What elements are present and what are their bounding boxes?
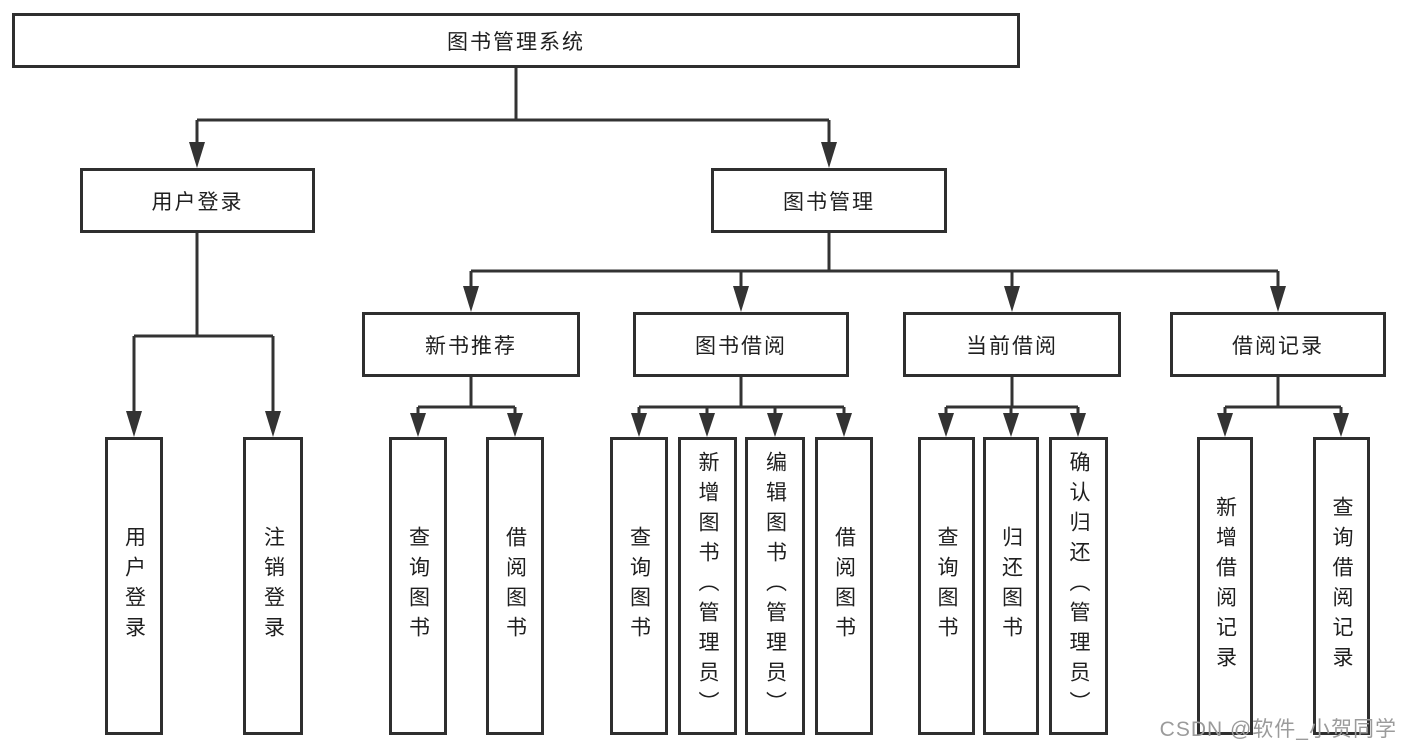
leaf-logout: 注销登录 bbox=[243, 437, 303, 735]
connector-book-borrow-children bbox=[631, 377, 852, 437]
leaf-cb-return-books: 归还图书 bbox=[983, 437, 1039, 735]
node-new-book-rec: 新书推荐 bbox=[362, 312, 580, 377]
leaf-bb-add-books-admin: 新增图书（管理员） bbox=[678, 437, 737, 735]
leaf-cb-confirm-return-admin: 确认归还（管理员） bbox=[1049, 437, 1108, 735]
connector-current-borrow-children bbox=[938, 377, 1086, 437]
connector-book-mgmt-children bbox=[463, 233, 1286, 312]
connector-user-login-children bbox=[126, 233, 281, 437]
leaf-user-login: 用户登录 bbox=[105, 437, 163, 735]
leaf-bb-query-books: 查询图书 bbox=[610, 437, 668, 735]
node-root: 图书管理系统 bbox=[12, 13, 1020, 68]
node-current-borrow: 当前借阅 bbox=[903, 312, 1121, 377]
connector-borrow-records-children bbox=[1217, 377, 1349, 437]
connector-new-book-rec-children bbox=[410, 377, 523, 437]
node-book-mgmt: 图书管理 bbox=[711, 168, 947, 233]
leaf-br-query-record: 查询借阅记录 bbox=[1313, 437, 1370, 735]
leaf-br-add-record: 新增借阅记录 bbox=[1197, 437, 1253, 735]
watermark: CSDN @软件_小贺同学 bbox=[1159, 718, 1397, 741]
leaf-bb-edit-books-admin: 编辑图书（管理员） bbox=[745, 437, 805, 735]
leaf-nbr-query-books: 查询图书 bbox=[389, 437, 447, 735]
leaf-cb-query-books: 查询图书 bbox=[918, 437, 975, 735]
leaf-nbr-borrow-books: 借阅图书 bbox=[486, 437, 544, 735]
connector-root-to-level2 bbox=[189, 68, 837, 168]
node-user-login: 用户登录 bbox=[80, 168, 315, 233]
node-borrow-records: 借阅记录 bbox=[1170, 312, 1386, 377]
leaf-bb-borrow-books: 借阅图书 bbox=[815, 437, 873, 735]
node-book-borrow: 图书借阅 bbox=[633, 312, 849, 377]
